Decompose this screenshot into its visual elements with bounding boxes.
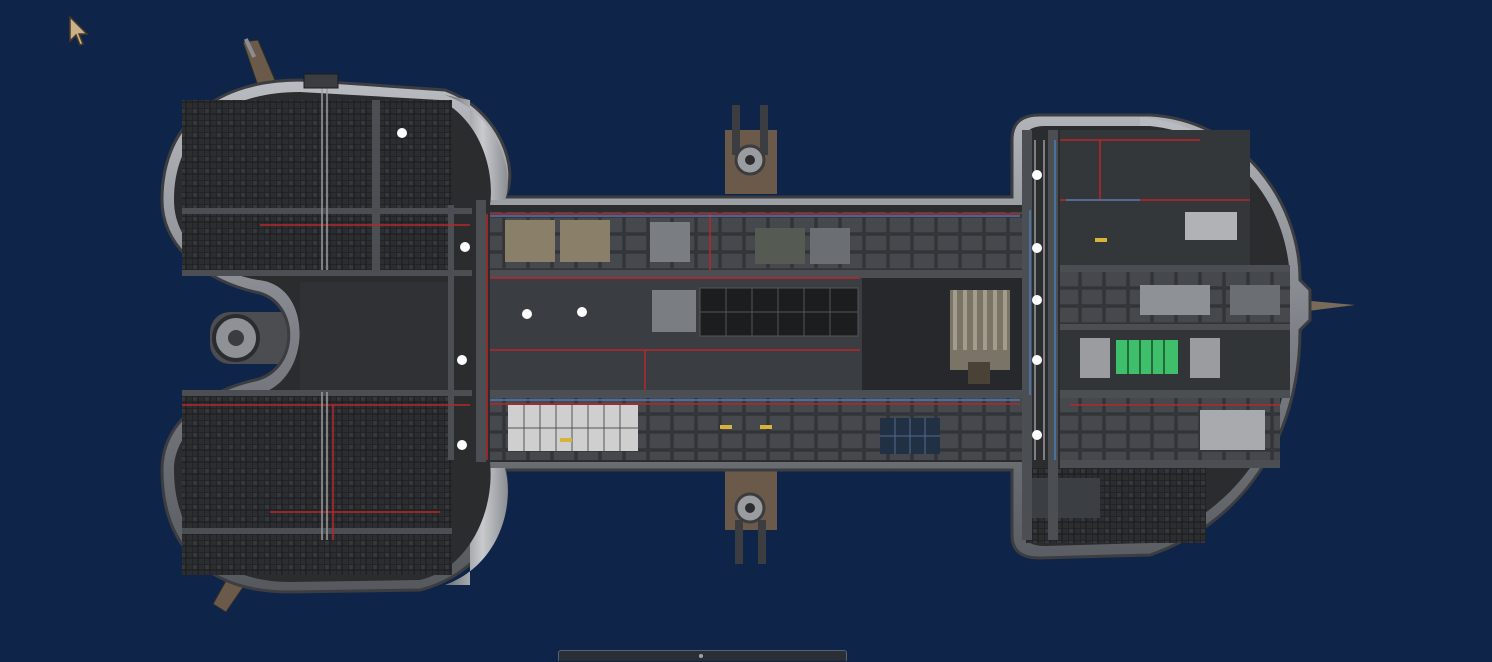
crew-bunks[interactable]: [652, 287, 859, 337]
front-cabinets[interactable]: [1030, 410, 1265, 518]
reactor[interactable]: [950, 290, 1010, 384]
rear-propeller[interactable]: [210, 312, 300, 364]
top-hatch[interactable]: [303, 73, 339, 89]
toolbar-handle[interactable]: [558, 650, 847, 661]
navigation-terminal[interactable]: [1140, 212, 1280, 315]
front-sonar-probe: [1300, 300, 1355, 312]
bottom-turret[interactable]: [725, 468, 777, 564]
engine-room[interactable]: [300, 282, 450, 390]
top-turret[interactable]: [725, 105, 777, 194]
fabricator-units[interactable]: [505, 220, 850, 264]
upper-cargo-hold[interactable]: [182, 100, 452, 275]
grip-icon[interactable]: [699, 654, 703, 658]
arrow-cursor-icon: [69, 15, 89, 46]
waypoint-markers[interactable]: [397, 128, 1042, 450]
wiring-blue: [490, 140, 1140, 460]
medical-lockers[interactable]: [1080, 338, 1220, 378]
battery-packs[interactable]: [880, 418, 940, 454]
wiring-red: [182, 139, 1280, 540]
command-bridge[interactable]: [1060, 130, 1250, 265]
deck-beams: [182, 100, 1290, 540]
supply-lockers[interactable]: [508, 405, 638, 451]
hazard-stripes: [560, 238, 1107, 442]
top-left-antenna: [242, 38, 276, 87]
lower-cargo-hold[interactable]: [182, 395, 452, 575]
